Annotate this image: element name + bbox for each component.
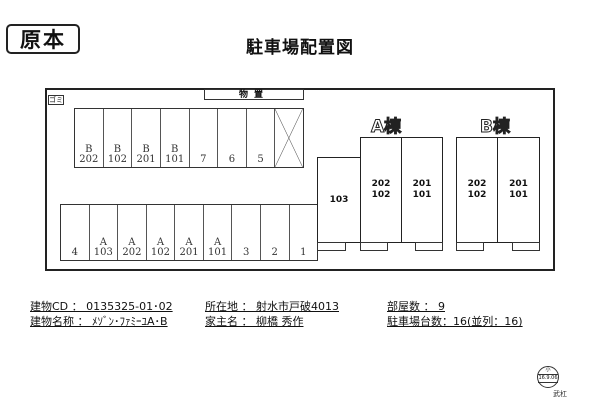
parking-stall-label: A 201	[179, 237, 199, 258]
parking-stall: B 201	[132, 109, 161, 167]
date-stamp-date: 16.9.06	[538, 374, 558, 383]
parking-stall-label: B 201	[136, 144, 156, 165]
cross-mark-icon	[275, 109, 303, 167]
parking-stall: 2	[261, 205, 290, 260]
building-a-unit-103: 103	[317, 157, 361, 243]
entry-step	[317, 242, 346, 251]
parking-stall-label: B 102	[107, 144, 127, 165]
trash-area-label: ゴミ	[48, 95, 64, 105]
top-parking-row: B 202 B 102 B 201 B 101 7 6 5	[74, 108, 304, 168]
parking-stall-label: 2	[271, 247, 278, 258]
storage-shed: 物置	[204, 89, 304, 100]
building-a-label: A棟	[370, 117, 402, 138]
parking-count: 駐車場台数：16(並列：16)	[387, 315, 523, 328]
parking-stall: A 201	[175, 205, 204, 260]
bottom-parking-row: 4 A 103 A 202 A 102 A 201 A 101 3 2 1	[60, 204, 318, 261]
parking-stall-label: 7	[200, 154, 207, 165]
parking-stall-label: 1	[300, 247, 307, 258]
parking-stall: B 202	[75, 109, 104, 167]
date-stamp-top: 小	[545, 367, 551, 373]
parking-stall-label: 4	[71, 247, 78, 258]
parking-stall: B 101	[161, 109, 190, 167]
parking-stall: A 202	[118, 205, 147, 260]
parking-stall-label: A 101	[208, 237, 228, 258]
page-title: 駐車場配置図	[246, 38, 354, 58]
parking-stall-label: A 202	[122, 237, 142, 258]
original-stamp-label: 原本	[6, 24, 80, 54]
owner-name: 家主名 ： 柳橋 秀作	[205, 315, 304, 328]
parking-stall: 4	[61, 205, 90, 260]
parking-stall: 3	[232, 205, 261, 260]
parking-stall-label: 5	[257, 154, 264, 165]
parking-stall-label: 6	[228, 154, 236, 165]
parking-stall-label: 3	[242, 247, 250, 258]
parking-stall: A 102	[147, 205, 176, 260]
parking-stall: B 102	[104, 109, 133, 167]
room-count: 部屋数 ： 9	[387, 300, 445, 313]
building-cd: 建物CD ： 0135325-01･02	[30, 300, 173, 313]
building-b-unit-201-101: 201 101	[497, 137, 540, 243]
parking-stall: 6	[218, 109, 247, 167]
parking-stall-label: A 103	[93, 237, 113, 258]
building-b-label: B棟	[480, 117, 511, 138]
parking-stall: 7	[190, 109, 219, 167]
parking-stall: 5	[247, 109, 276, 167]
parking-stall: A 103	[90, 205, 119, 260]
parking-stall-label: A 102	[150, 237, 171, 258]
entry-step	[415, 242, 443, 251]
building-b-unit-202-102: 202 102	[456, 137, 498, 243]
signature: 武杠	[553, 390, 567, 398]
parking-stall: A 101	[204, 205, 233, 260]
parking-stall: 1	[290, 205, 318, 260]
building-a-unit-201-101: 201 101	[401, 137, 443, 243]
date-stamp: 小 16.9.06	[537, 366, 559, 388]
parking-stall-unavailable	[275, 109, 303, 167]
parking-stall-label: B 101	[165, 144, 185, 165]
building-name: 建物名称 ： ﾒｿﾞﾝ･ﾌｧﾐｰﾕA･B	[30, 315, 168, 328]
entry-step	[456, 242, 484, 251]
entry-step	[512, 242, 540, 251]
parking-stall-label: B 202	[79, 144, 99, 165]
entry-step	[360, 242, 388, 251]
building-a-unit-202-102: 202 102	[360, 137, 402, 243]
location: 所在地 ： 射水市戸破4013	[205, 300, 339, 313]
